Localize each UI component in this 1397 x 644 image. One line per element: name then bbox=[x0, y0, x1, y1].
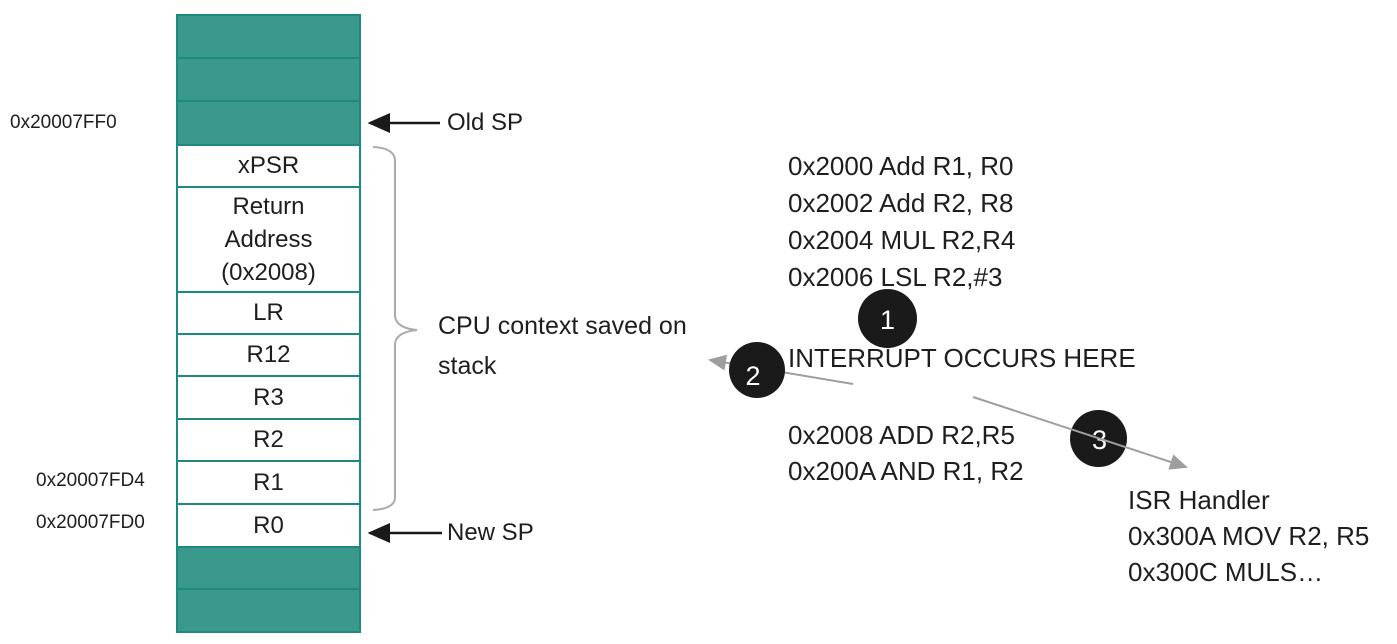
code-line: 0x2002 Add R2, R8 bbox=[788, 188, 1014, 218]
stack-cell-r1: R1 bbox=[178, 462, 359, 505]
context-brace bbox=[372, 146, 418, 511]
step-marker-1: 1 bbox=[858, 289, 917, 348]
stack-cell-r0: R0 bbox=[178, 505, 359, 548]
address-label-r1: 0x20007FD4 bbox=[36, 470, 145, 491]
code-line: ISR Handler bbox=[1128, 485, 1270, 515]
address-label-new-sp: 0x20007FD0 bbox=[36, 512, 145, 533]
stack-cell-unused bbox=[178, 59, 359, 102]
stack-cell-r12: R12 bbox=[178, 335, 359, 377]
step-marker-3: 3 bbox=[1070, 410, 1127, 467]
code-listing-before-interrupt: 0x2000 Add R1, R0 0x2002 Add R2, R8 0x2004… bbox=[788, 148, 1015, 296]
stack-cell-r2: R2 bbox=[178, 420, 359, 462]
new-sp-label: New SP bbox=[447, 519, 534, 546]
code-listing-after-interrupt: 0x2008 ADD R2,R5 0x200A AND R1, R2 bbox=[788, 417, 1024, 489]
stack-cell-unused bbox=[178, 16, 359, 59]
code-line: 0x300C MULS… bbox=[1128, 557, 1324, 587]
step-number: 3 bbox=[1091, 425, 1108, 455]
step-marker-2: 2 bbox=[729, 342, 785, 398]
cpu-context-caption: CPU context saved on stack bbox=[438, 312, 687, 380]
code-line: 0x2006 LSL R2,#3 bbox=[788, 262, 1003, 292]
stack-cell-unused bbox=[178, 590, 359, 631]
code-line: 0x2008 ADD R2,R5 bbox=[788, 420, 1015, 450]
isr-handler-listing: ISR Handler 0x300A MOV R2, R5 0x300C MULS… bbox=[1128, 482, 1369, 590]
memory-stack: xPSR Return Address (0x2008) LR R12 R3 R… bbox=[176, 14, 361, 633]
step-number: 1 bbox=[879, 305, 896, 335]
code-line: 0x2000 Add R1, R0 bbox=[788, 151, 1014, 181]
stack-cell-unused bbox=[178, 548, 359, 590]
code-line: 0x200A AND R1, R2 bbox=[788, 456, 1024, 486]
code-line: 0x300A MOV R2, R5 bbox=[1128, 521, 1370, 551]
address-label-old-sp: 0x20007FF0 bbox=[10, 112, 117, 133]
step-number: 2 bbox=[745, 360, 761, 391]
old-sp-label: Old SP bbox=[447, 109, 524, 136]
stack-cell-xpsr: xPSR bbox=[178, 146, 359, 188]
stack-cell-return-address: Return Address (0x2008) bbox=[178, 188, 359, 293]
code-line: 0x2004 MUL R2,R4 bbox=[788, 225, 1016, 255]
interrupt-occurs-label: INTERRUPT OCCURS HERE bbox=[788, 343, 1136, 373]
stack-cell-lr: LR bbox=[178, 293, 359, 335]
stack-cell-r3: R3 bbox=[178, 377, 359, 420]
stack-cell-old-sp bbox=[178, 102, 359, 146]
